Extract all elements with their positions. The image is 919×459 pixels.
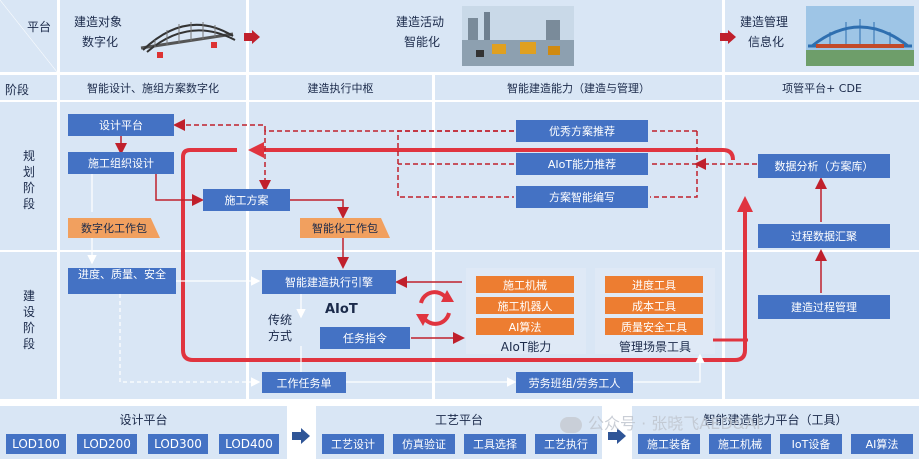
aiot-recommend-box[interactable]: AIoT能力推荐	[516, 153, 648, 175]
scene-item-cost[interactable]: 成本工具	[605, 297, 703, 314]
top-management-text: 建造管理 信息化	[740, 15, 789, 49]
bottom-smart-title: 智能建造能力平台（工具）	[703, 412, 848, 427]
process-data-box[interactable]: 过程数据汇聚	[758, 224, 890, 248]
bottom-smart-item-1[interactable]: 施工装备	[638, 434, 700, 454]
arrow-craft-to-smart	[608, 428, 626, 444]
bottom-craft-item-4[interactable]: 工艺执行	[535, 434, 597, 454]
stage-label: 阶段	[5, 83, 30, 97]
scene-tools-title: 管理场景工具	[618, 339, 691, 354]
watermark: 公众号 · 张晓飞AED&AI	[560, 410, 761, 434]
divider-plan-build	[0, 250, 919, 252]
construction-equipment-photo	[462, 6, 574, 66]
digital-work-package-tag[interactable]: 数字化工作包	[68, 218, 160, 238]
construction-design-box[interactable]: 施工组织设计	[68, 152, 174, 174]
arrow-activities-to-management	[720, 30, 736, 44]
bottom-craft-item-3[interactable]: 工具选择	[464, 434, 526, 454]
bottom-design-item-3[interactable]: LOD300	[148, 434, 208, 454]
platform-diagonal	[0, 0, 57, 72]
bottom-design-item-4[interactable]: LOD400	[219, 434, 279, 454]
plan-auto-writing-box[interactable]: 方案智能编写	[516, 186, 648, 208]
top-activities-text: 建造活动 智能化	[396, 15, 445, 49]
bottom-design-item-1[interactable]: LOD100	[6, 434, 66, 454]
arrow-objects-to-activities	[244, 30, 260, 44]
column-header-capability: 智能建造能力（建造与管理）	[507, 81, 650, 95]
arch-bridge-photo	[806, 6, 914, 66]
task-command-box[interactable]: 任务指令	[320, 327, 410, 349]
design-platform-box[interactable]: 设计平台	[68, 114, 174, 136]
construction-plan-box[interactable]: 施工方案	[203, 189, 290, 211]
smart-work-package-tag[interactable]: 智能化工作包	[300, 218, 390, 238]
column-header-design: 智能设计、施组方案数字化	[87, 81, 219, 95]
progress-quality-safety-box[interactable]: 进度、质量、安全	[68, 268, 176, 294]
bottom-smart-item-2[interactable]: 施工机械	[709, 434, 771, 454]
aiot-label: AIoT	[325, 302, 358, 317]
bottom-design-item-2[interactable]: LOD200	[77, 434, 137, 454]
bottom-design-title: 设计平台	[119, 412, 168, 427]
aiot-item-machinery[interactable]: 施工机械	[476, 276, 574, 293]
build-stage-label: 建 设 阶 段	[22, 289, 35, 351]
bottom-smart-item-3[interactable]: IoT设备	[780, 434, 842, 454]
execution-engine-box[interactable]: 智能建造执行引擎	[262, 270, 396, 294]
column-header-hub: 建造执行中枢	[307, 81, 374, 95]
traditional-mode-label: 传统 方式	[267, 313, 292, 343]
bottom-craft-item-1[interactable]: 工艺设计	[322, 434, 384, 454]
bridge-model-icon	[140, 22, 236, 58]
arrow-design-to-craft	[292, 428, 310, 444]
scene-item-progress[interactable]: 进度工具	[605, 276, 703, 293]
divider-header	[0, 100, 919, 102]
aiot-capability-title: AIoT能力	[500, 339, 552, 354]
bottom-craft-item-2[interactable]: 仿真验证	[393, 434, 455, 454]
wechat-icon	[560, 416, 582, 433]
bottom-craft-title: 工艺平台	[434, 412, 483, 427]
aiot-item-robot[interactable]: 施工机器人	[476, 297, 574, 314]
data-analysis-box[interactable]: 数据分析（方案库）	[758, 154, 890, 178]
plan-stage-label: 规 划 阶 段	[22, 149, 35, 211]
build-process-mgmt-box[interactable]: 建造过程管理	[758, 295, 890, 319]
aiot-item-algorithm[interactable]: AI算法	[476, 318, 574, 335]
column-header-management: 项管平台+ CDE	[782, 81, 862, 95]
progress-quality-safety-label: 进度、质量、安全	[78, 268, 166, 281]
bottom-smart-item-4[interactable]: AI算法	[851, 434, 913, 454]
best-plan-recommend-box[interactable]: 优秀方案推荐	[516, 120, 648, 142]
top-objects-text: 建造对象 数字化	[74, 15, 123, 49]
labor-team-box[interactable]: 劳务班组/劳务工人	[516, 372, 633, 393]
scene-item-quality-safety[interactable]: 质量安全工具	[605, 318, 703, 335]
work-order-box[interactable]: 工作任务单	[262, 372, 346, 393]
stage-label-band	[0, 75, 57, 399]
platform-label: 平台	[27, 20, 52, 34]
